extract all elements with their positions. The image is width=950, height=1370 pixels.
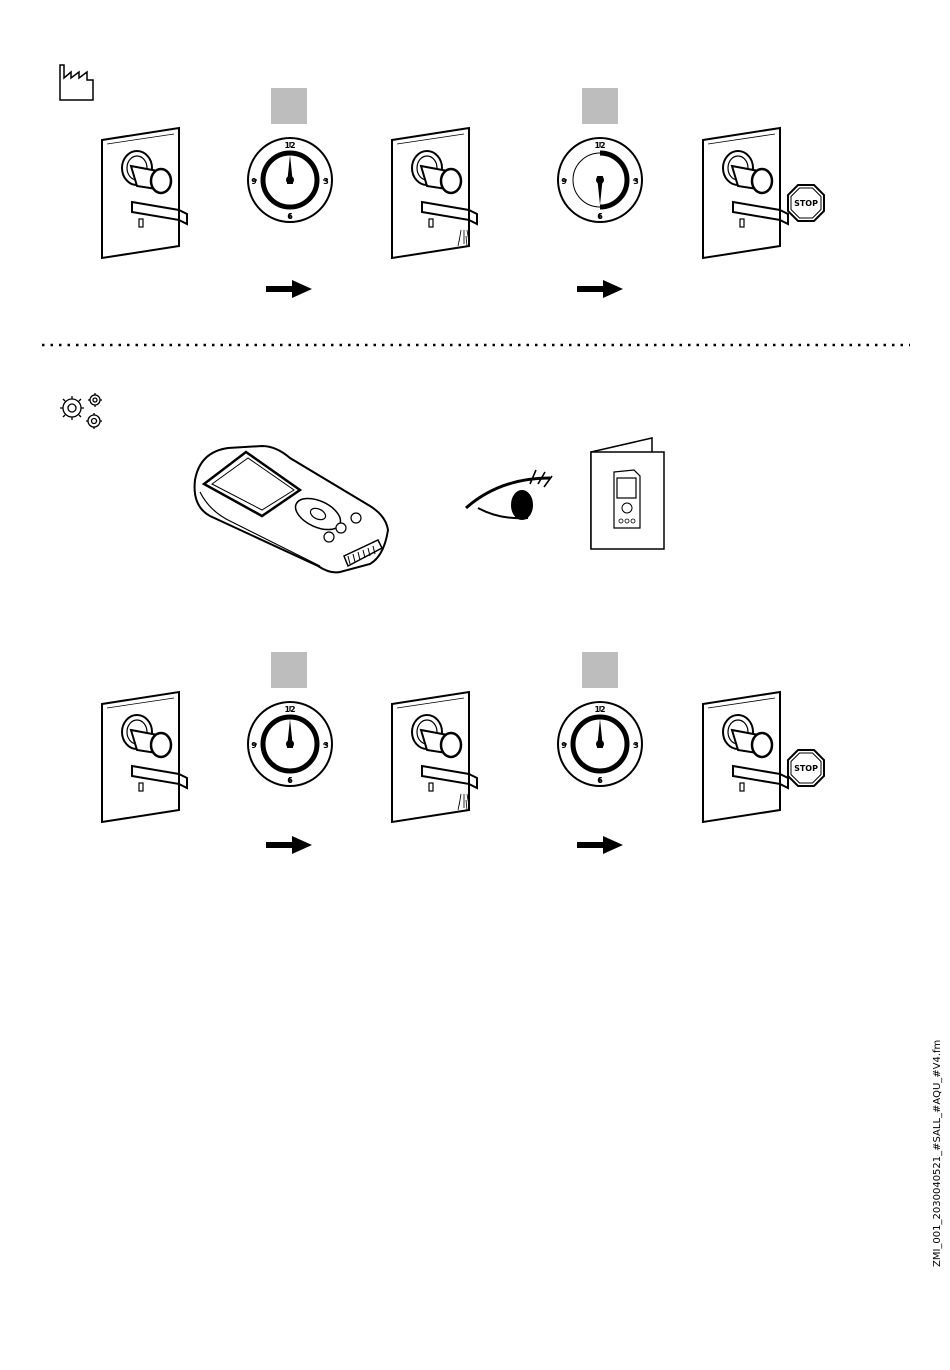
svg-text:6: 6 — [287, 212, 293, 221]
arrow-4 — [577, 836, 623, 854]
step-box-2 — [582, 88, 618, 124]
tap-running-1 — [392, 128, 477, 258]
svg-text:9: 9 — [561, 177, 567, 186]
dial-3: 12 3 6 9 — [248, 702, 332, 786]
svg-text:STOP: STOP — [794, 764, 818, 773]
dial-1: 12 3 6 9 — [248, 138, 332, 222]
tap-closed-1 — [102, 128, 187, 258]
tap-running-2 — [392, 692, 477, 822]
manual-booklet-icon — [591, 438, 664, 549]
svg-text:9: 9 — [251, 177, 257, 186]
svg-text:3: 3 — [323, 177, 329, 186]
svg-text:12: 12 — [594, 705, 605, 714]
svg-text:6: 6 — [597, 776, 603, 785]
step-box-3 — [271, 652, 307, 688]
document-filename: ZMI_001_2030040521_#SALL_#AQU_#V4.fm — [932, 1040, 943, 1267]
svg-text:6: 6 — [597, 212, 603, 221]
svg-text:3: 3 — [633, 741, 639, 750]
arrow-1 — [266, 280, 312, 298]
eye-icon — [466, 470, 552, 519]
svg-text:9: 9 — [251, 741, 257, 750]
gears-icon — [60, 393, 102, 429]
dial-4: 12 3 6 9 — [558, 702, 642, 786]
factory-icon — [60, 65, 93, 100]
svg-text:STOP: STOP — [794, 199, 818, 208]
svg-text:9: 9 — [561, 741, 567, 750]
svg-text:3: 3 — [323, 741, 329, 750]
svg-text:12: 12 — [284, 705, 295, 714]
tap-closed-2 — [703, 128, 788, 258]
svg-text:6: 6 — [287, 776, 293, 785]
stop-sign-1: STOP — [788, 185, 824, 221]
dial-2: 12 3 6 9 — [558, 138, 642, 222]
svg-text:12: 12 — [594, 141, 605, 150]
step-box-4 — [582, 652, 618, 688]
remote-control-device — [195, 446, 388, 572]
arrow-2 — [577, 280, 623, 298]
tap-closed-4 — [703, 692, 788, 822]
arrow-3 — [266, 836, 312, 854]
svg-text:3: 3 — [633, 177, 639, 186]
tap-closed-3 — [102, 692, 187, 822]
stop-sign-2: STOP — [788, 750, 824, 786]
step-box-1 — [271, 88, 307, 124]
svg-text:12: 12 — [284, 141, 295, 150]
